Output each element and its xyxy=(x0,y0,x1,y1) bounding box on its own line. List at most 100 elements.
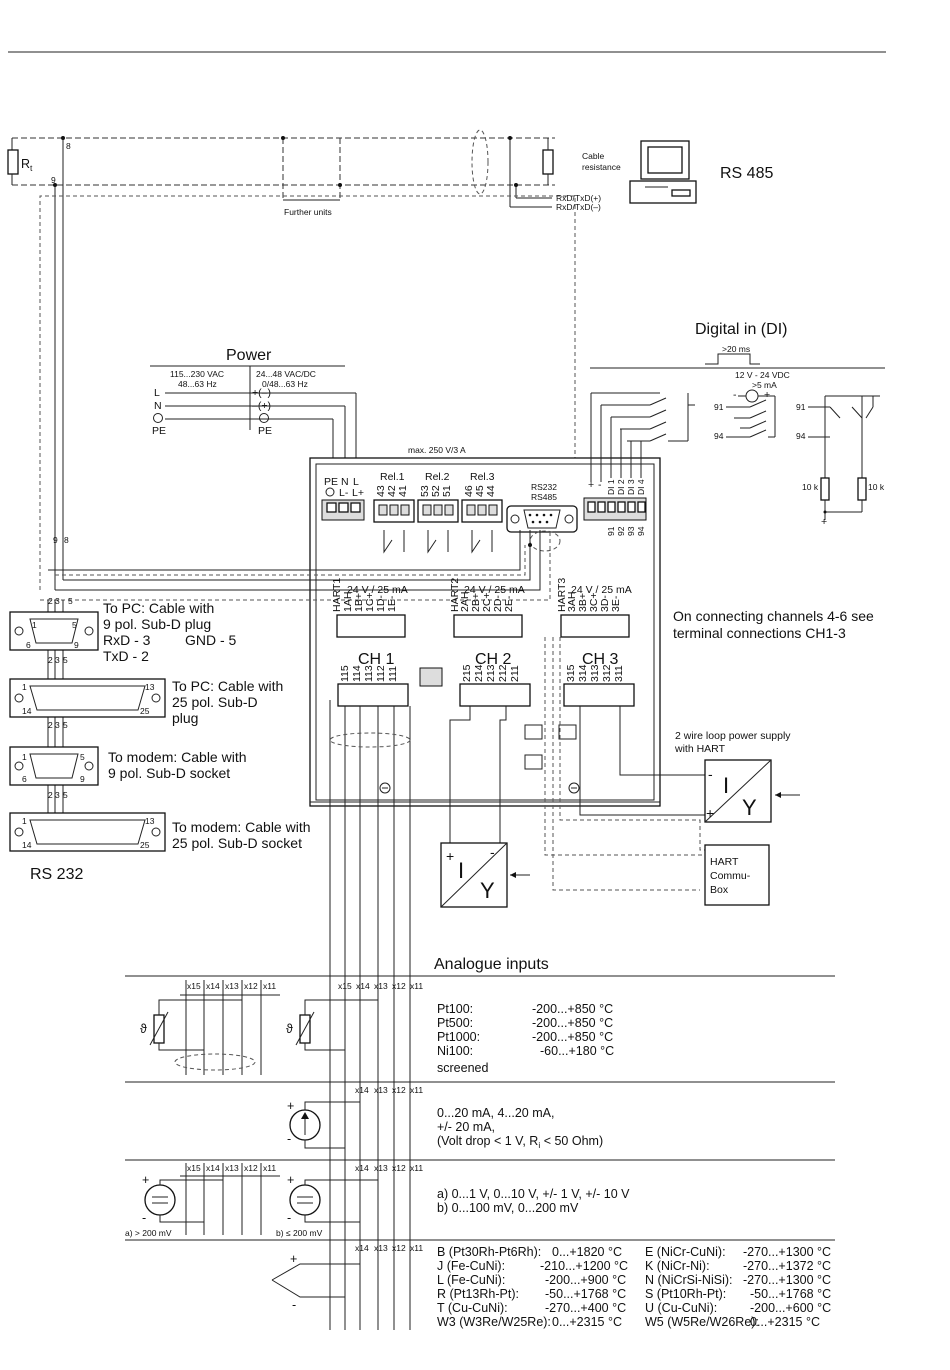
relay-pin: 45 xyxy=(474,485,486,497)
current-range-1: 0...20 mA, 4...20 mA, xyxy=(437,1106,554,1120)
x-pin: x11 xyxy=(410,1085,423,1095)
x-pin: x12 xyxy=(244,981,258,991)
ch3-pin: 3C+ xyxy=(588,592,600,612)
relay-3-label: Rel.3 xyxy=(470,471,495,483)
x-pin: x11 xyxy=(410,1163,423,1173)
thermocouple-icon xyxy=(271,1263,360,1281)
x-pin: x14 xyxy=(206,981,220,991)
relay-pin: 53 xyxy=(419,485,431,497)
pin-2: 2 xyxy=(48,655,53,665)
rs232-3-line1: To modem: Cable with xyxy=(108,749,247,765)
rs232-section: 2 3 5 1 5 6 9 To PC: Cable with 9 pol. S… xyxy=(9,596,311,883)
ch2-pin: 2D- xyxy=(492,595,504,612)
pulse-label: >20 ms xyxy=(722,344,750,354)
resistor-10k-label-2: 10 k xyxy=(868,482,885,492)
rs232-lines: 9 8 xyxy=(40,530,551,601)
di-term-di2: DI 2 xyxy=(616,479,626,495)
relay-pin: 51 xyxy=(441,485,453,497)
db-num: 1 xyxy=(32,620,37,630)
rs485-bus: R t 8 9 Further units RxD/TxD(+) RxD/TxD… xyxy=(7,129,773,600)
ch2-bpin: 214 xyxy=(473,664,485,682)
tc-name: L (Fe-CuNi): xyxy=(437,1273,505,1287)
x-pin: x14 xyxy=(355,1085,369,1095)
ch3-pin: 3D- xyxy=(599,595,611,612)
voltage-source-icon xyxy=(144,1184,176,1216)
rtd-name: Pt1000: xyxy=(437,1030,480,1044)
di-switch-group-middle: 91 94 xyxy=(714,396,776,441)
pin-5: 5 xyxy=(63,790,68,800)
power-pe-dc: PE xyxy=(258,425,272,437)
di-term-di4: DI 4 xyxy=(636,479,646,495)
ch3-supply: 24 V / 25 mA xyxy=(571,584,632,596)
ch2-bpin: 211 xyxy=(509,665,521,682)
tc-range: -200...+900 °C xyxy=(545,1273,626,1287)
ch2-supply: 24 V / 25 mA xyxy=(464,584,525,596)
conv-i: I xyxy=(723,773,729,798)
tc-name: N (NiCrSi-NiSi): xyxy=(645,1273,733,1287)
dc-range: 24...48 VAC/DC xyxy=(256,369,316,379)
pin-5: 5 xyxy=(68,596,73,606)
terminating-resistor-right xyxy=(542,149,554,175)
db-num: 6 xyxy=(22,774,27,784)
rs232-1-line4: TxD - 2 xyxy=(103,648,149,664)
db-num: 9 xyxy=(74,640,79,650)
pin-5: 5 xyxy=(63,720,68,730)
conv2-i: I xyxy=(458,858,464,883)
ch3-hart: HART3 xyxy=(556,578,568,612)
ch2-hart: HART2 xyxy=(449,578,461,612)
rs232-3-line2: 9 pol. Sub-D socket xyxy=(108,765,230,781)
x-pin: x15 xyxy=(187,1163,201,1173)
ch1-pin: 1B+ xyxy=(353,593,365,612)
rtd-range: -60...+180 °C xyxy=(540,1044,614,1058)
ch1-pin: 1D- xyxy=(375,595,387,612)
di-term-91: 91 xyxy=(606,526,616,536)
relay-1-label: Rel.1 xyxy=(380,471,405,483)
x-pin: x13 xyxy=(225,1163,239,1173)
tc-range: -270...+1300 °C xyxy=(743,1245,831,1259)
ch1-pin: 1C+ xyxy=(364,592,376,612)
cur-minus: - xyxy=(287,1132,291,1146)
current-source-icon xyxy=(745,389,759,403)
current-input: x14 x13 x12 x11 + - 0...20 mA, 4...20 mA… xyxy=(287,1085,603,1150)
tc-plus: + xyxy=(290,1252,297,1266)
di-term-di3: DI 3 xyxy=(626,479,636,495)
tc-name: U (Cu-CuNi): xyxy=(645,1301,717,1315)
di-voltage: 12 V - 24 VDC xyxy=(735,370,790,380)
rs232-4-line1: To modem: Cable with xyxy=(172,819,311,835)
rs232-2-line3: plug xyxy=(172,710,198,726)
ch2-pin: 2C+ xyxy=(481,592,493,612)
x-pin: x11 xyxy=(263,1163,276,1173)
analogue-title: Analogue inputs xyxy=(434,956,549,973)
rs232-title: RS 232 xyxy=(30,866,83,883)
converter-ch2: + - I Y xyxy=(440,842,530,908)
conv-minus: - xyxy=(708,766,713,782)
pin-2: 2 xyxy=(48,790,53,800)
digital-in-section: Digital in (DI) >20 ms 12 V - 24 VDC >5 … xyxy=(583,321,885,536)
x-pin: x13 xyxy=(374,1163,388,1173)
rs232-rs485-port: RS232 RS485 xyxy=(506,482,578,552)
voltage-range-a: a) 0...1 V, 0...10 V, +/- 1 V, +/- 10 V xyxy=(437,1187,630,1201)
di-term-93: 93 xyxy=(626,526,636,536)
ch1-bpin: 114 xyxy=(351,665,363,682)
x-pin: x12 xyxy=(244,1163,258,1173)
tc-range: 0...+1820 °C xyxy=(552,1245,622,1259)
term-lminus: L- xyxy=(339,487,349,499)
theta-symbol-2: ϑ xyxy=(286,1022,293,1036)
term-pe: PE xyxy=(324,476,338,488)
terminating-resistor-left xyxy=(7,149,19,175)
x-pin: x13 xyxy=(374,1085,388,1095)
term-n: N xyxy=(341,476,349,488)
pin-8-top: 8 xyxy=(66,141,71,151)
ch3-pin: 3AH xyxy=(566,592,578,612)
converter-hart: - + I Y xyxy=(704,759,800,823)
db-num: 1 xyxy=(22,682,27,692)
pin-3: 3 xyxy=(55,655,60,665)
ch1-bpin: 113 xyxy=(363,665,375,682)
theta-symbol: ϑ xyxy=(140,1022,147,1036)
tc-range: -50...+1768 °C xyxy=(545,1287,626,1301)
ac-range: 115...230 VAC xyxy=(170,369,224,379)
rs232-port-label: RS232 xyxy=(531,482,557,492)
tc-range: -210...+1200 °C xyxy=(540,1259,628,1273)
rtd-range: -200...+850 °C xyxy=(532,1016,613,1030)
di-minus: - xyxy=(733,389,737,401)
